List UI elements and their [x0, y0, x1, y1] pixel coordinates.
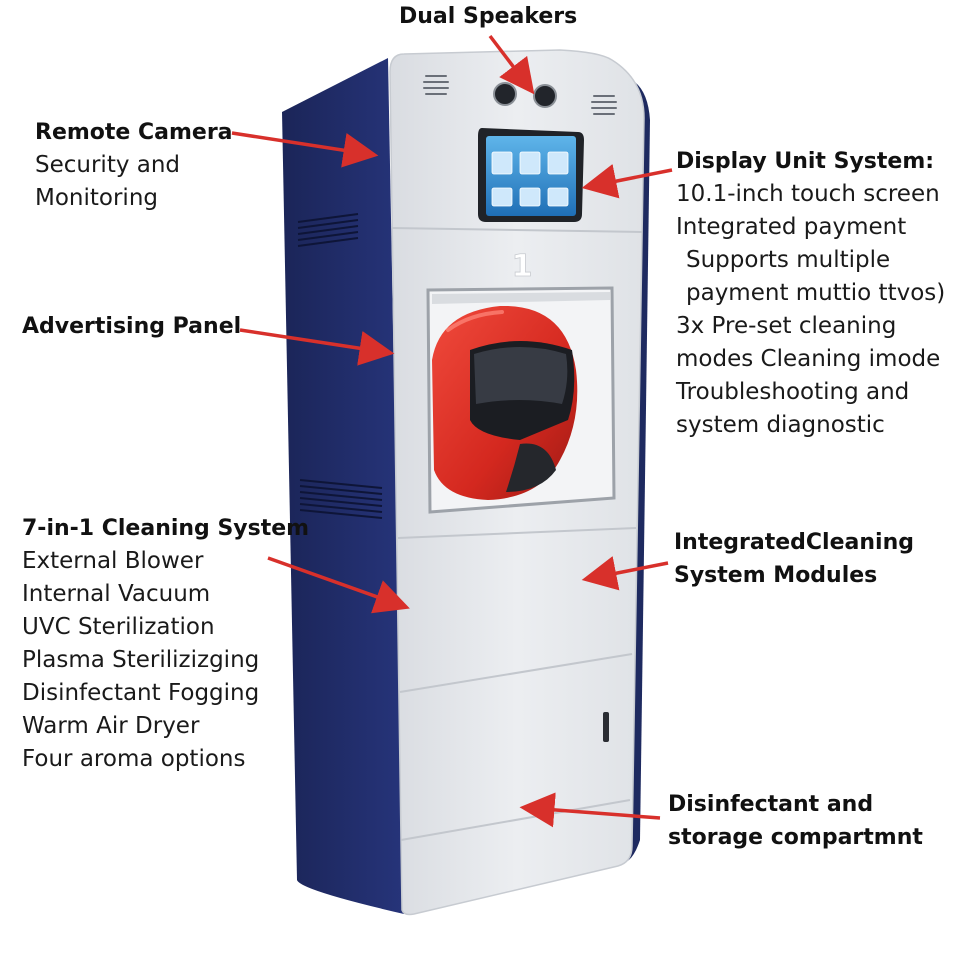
- screen-icon-1: [491, 151, 513, 175]
- label-storage-line-2: storage compartmnt: [668, 825, 923, 850]
- label-dual-speakers: Dual Speakers: [399, 0, 577, 33]
- screen-icon-2: [519, 151, 541, 175]
- label-display-unit-line-5: 3x Pre-set cleaning: [676, 313, 897, 339]
- arrow-cleaning-system: [267, 556, 410, 614]
- cabinet-side-panel: [282, 58, 404, 914]
- bay-number: 1: [512, 249, 533, 284]
- label-remote-camera-title: Remote Camera: [35, 120, 233, 145]
- label-storage: Disinfectant and storage compartmnt: [668, 788, 923, 854]
- label-display-unit-line-6: modes Cleaning imode: [676, 346, 941, 372]
- label-display-unit-line-1: 10.1-inch touch screen: [676, 181, 940, 207]
- speaker-grille-left: [423, 75, 449, 95]
- arrow-dual-speakers: [488, 34, 535, 95]
- label-integrated-modules-line-2: System Modules: [674, 563, 878, 588]
- label-cleaning-system-line-1: External Blower: [22, 548, 204, 574]
- label-display-unit-title: Display Unit System:: [676, 149, 935, 174]
- camera-lens-right: [533, 84, 557, 108]
- label-cleaning-system-line-4: Plasma Sterilizizging: [22, 647, 260, 673]
- label-integrated-modules-line-1: IntegratedCleaning: [674, 530, 914, 555]
- label-display-unit-line-7: Troubleshooting and: [676, 379, 910, 405]
- screen-icon-6: [547, 187, 569, 207]
- label-cleaning-system-title: 7-in-1 Cleaning System: [22, 516, 310, 541]
- label-advertising-panel: Advertising Panel: [22, 310, 241, 343]
- label-display-unit-line-8: system diagnostic: [676, 412, 885, 438]
- label-cleaning-system-line-2: Internal Vacuum: [22, 581, 211, 607]
- label-cleaning-system-line-6: Warm Air Dryer: [22, 713, 200, 739]
- label-cleaning-system-line-5: Disinfectant Fogging: [22, 680, 260, 706]
- touch-screen: [478, 128, 584, 222]
- label-remote-camera-line-2: Monitoring: [35, 185, 158, 211]
- screen-icon-3: [547, 151, 569, 175]
- label-dual-speakers-title: Dual Speakers: [399, 4, 578, 29]
- screen-icon-5: [519, 187, 541, 207]
- helmet: [432, 305, 578, 500]
- side-vent-lower: [299, 479, 383, 519]
- arrow-storage: [519, 792, 661, 828]
- arrow-display-unit: [581, 164, 673, 199]
- label-display-unit-line-3: Supports multiple: [686, 247, 891, 273]
- side-vent-upper: [297, 213, 359, 247]
- label-cleaning-system-line-7: Four aroma options: [22, 746, 246, 772]
- label-storage-line-1: Disinfectant and: [668, 792, 874, 817]
- speaker-grille-right: [591, 95, 617, 115]
- label-remote-camera-line-1: Security and: [35, 152, 181, 178]
- arrow-remote-camera: [231, 131, 379, 168]
- label-integrated-modules: IntegratedCleaning System Modules: [674, 526, 914, 592]
- label-cleaning-system: 7-in-1 Cleaning System External Blower I…: [22, 512, 309, 776]
- label-display-unit: Display Unit System: 10.1-inch touch scr…: [676, 145, 945, 442]
- arrow-advertising-panel: [239, 328, 395, 366]
- label-display-unit-line-2: Integrated payment: [676, 214, 907, 240]
- label-display-unit-line-4: payment muttio ttvos): [686, 280, 946, 306]
- label-advertising-panel-title: Advertising Panel: [22, 314, 242, 339]
- label-cleaning-system-line-3: UVC Sterilization: [22, 614, 215, 640]
- screen-icon-4: [491, 187, 513, 207]
- arrow-integrated-modules: [581, 556, 669, 591]
- label-remote-camera: Remote Camera Security and Monitoring: [35, 116, 233, 215]
- door-handle: [603, 712, 609, 742]
